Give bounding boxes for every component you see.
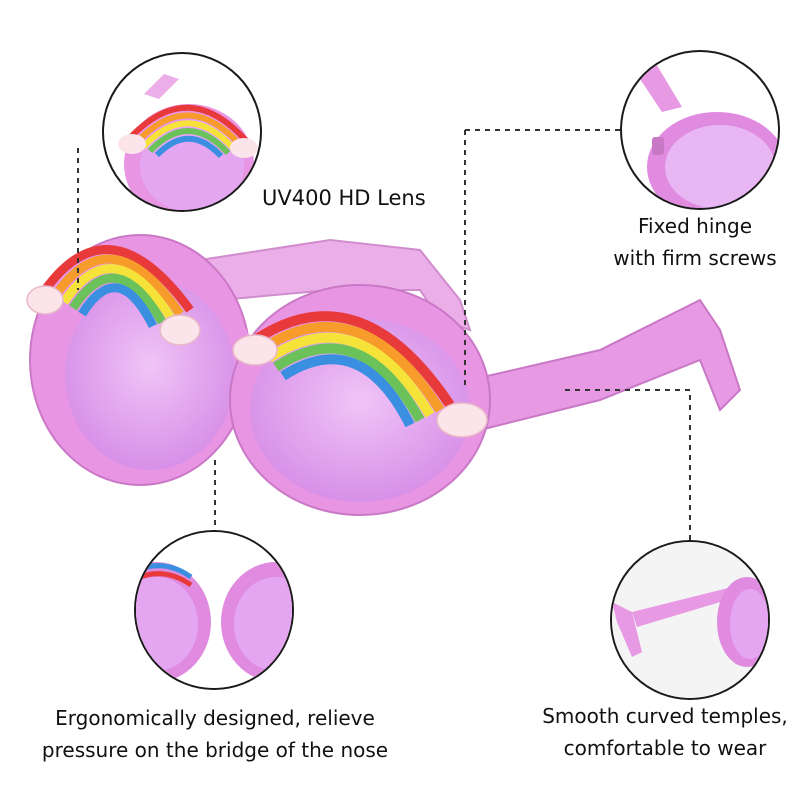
- lens-detail-image: [118, 74, 258, 210]
- cloud-decorations: [26, 285, 488, 438]
- label-bridge: Ergonomically designed, relieve pressure…: [10, 702, 420, 766]
- detail-circle-lens: [102, 52, 262, 212]
- hinge-detail-image: [632, 57, 778, 208]
- callout-connectors: [77, 129, 691, 545]
- label-temples: Smooth curved temples, comfortable to we…: [530, 700, 800, 764]
- left-rainbow-decoration: [41, 245, 194, 329]
- label-bridge-line2: pressure on the bridge of the nose: [41, 738, 389, 762]
- label-bridge-line1: Ergonomically designed, relieve: [55, 706, 375, 730]
- detail-circle-hinge: [620, 50, 780, 210]
- temples-detail-image: [612, 542, 768, 698]
- detail-circle-bridge: [134, 530, 294, 690]
- bridge-detail-image: [136, 532, 292, 688]
- right-rainbow-decoration: [252, 311, 455, 428]
- label-hinge: Fixed hinge with firm screws: [595, 210, 795, 274]
- label-temples-line1: Smooth curved temples,: [542, 704, 788, 728]
- label-temples-line2: comfortable to wear: [563, 736, 767, 760]
- label-uv400-lens: UV400 HD Lens: [262, 186, 426, 210]
- detail-circle-temples: [610, 540, 770, 700]
- label-hinge-line2: with firm screws: [613, 246, 777, 270]
- right-temple-arm: [468, 298, 742, 432]
- label-hinge-line1: Fixed hinge: [637, 214, 753, 238]
